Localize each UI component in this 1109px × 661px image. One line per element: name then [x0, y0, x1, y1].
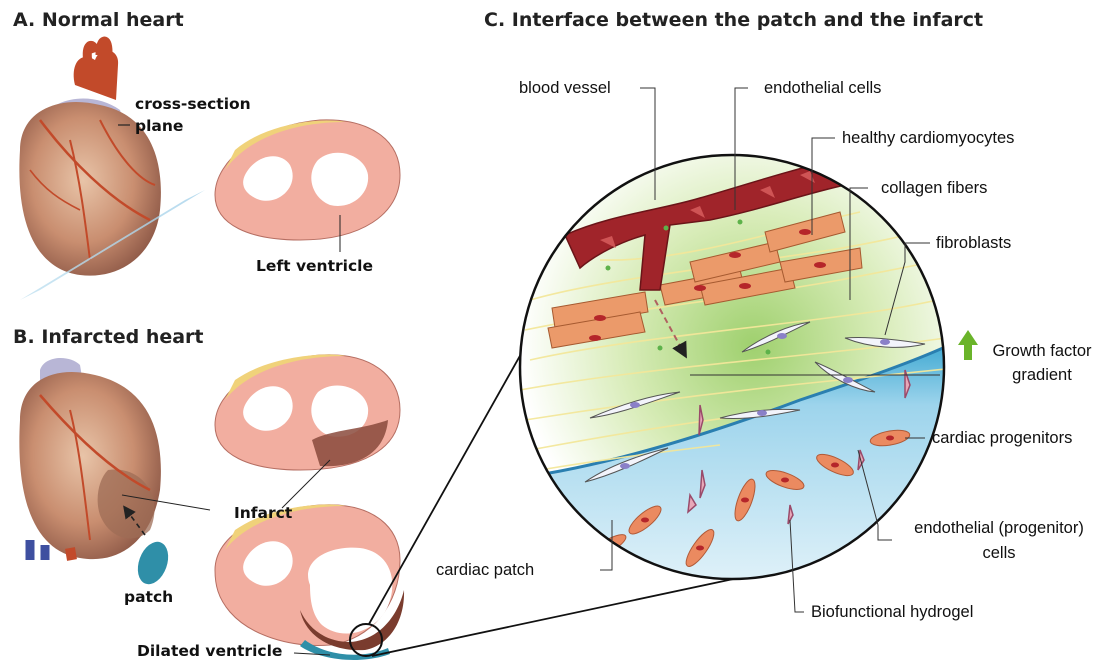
panel-b-title: B. Infarcted heart: [13, 326, 204, 348]
patch-shape: [132, 538, 173, 589]
left-ventricle-label: Left ventricle: [256, 256, 373, 276]
blood-vessel-label: blood vessel: [519, 78, 611, 98]
zoom-line-bottom: [372, 578, 738, 656]
hydrogel-label: Biofunctional hydrogel: [811, 602, 973, 622]
growth-factor-label-line2: gradient: [982, 365, 1102, 385]
interface-circle: [500, 155, 960, 600]
dilated-ventricle-label: Dilated ventricle: [137, 641, 282, 661]
cardiac-patch-label: cardiac patch: [436, 560, 534, 580]
dilated-ventricle-cross-section: [215, 505, 404, 660]
growth-factor-arrow: [958, 330, 978, 360]
panel-c-title: C. Interface between the patch and the i…: [484, 9, 983, 31]
normal-heart-illustration: [19, 41, 161, 276]
fibroblasts-label: fibroblasts: [936, 233, 1011, 253]
endothelial-progenitor-label-line1: endothelial (progenitor): [894, 518, 1104, 538]
infarcted-ventricle-cross-section: [215, 355, 400, 470]
endothelial-progenitor-label-line2: cells: [894, 543, 1104, 563]
endothelial-cells-label: endothelial cells: [764, 78, 881, 98]
cross-section-label-line1: cross-section: [135, 94, 251, 114]
infarcted-heart-illustration: [19, 358, 161, 560]
collagen-fibers-label: collagen fibers: [881, 178, 987, 198]
cardiac-progenitors-label: cardiac progenitors: [932, 428, 1072, 448]
cross-section-label-line2: plane: [135, 116, 183, 136]
healthy-cardiomyocytes-label: healthy cardiomyocytes: [842, 128, 1014, 148]
patch-label: patch: [124, 587, 173, 607]
growth-factor-label-line1: Growth factor: [982, 341, 1102, 361]
left-ventricle-cross-section: [215, 120, 400, 240]
panel-a-title: A. Normal heart: [13, 9, 184, 31]
infarct-label: Infarct: [234, 503, 292, 523]
